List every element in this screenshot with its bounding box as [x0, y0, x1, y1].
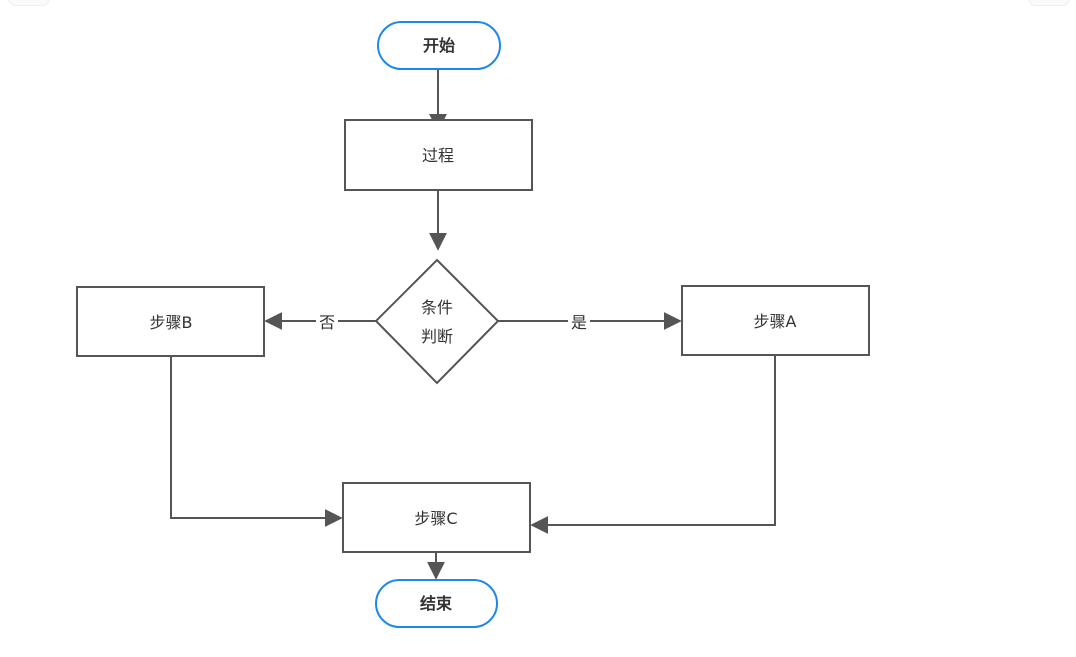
node-step-b-shape	[76, 286, 265, 357]
node-start[interactable]: 开始	[377, 21, 501, 70]
node-end[interactable]: 结束	[375, 579, 498, 628]
node-step-b-label: 步骤B	[150, 313, 193, 332]
edge-step-a-to-step-c	[530, 356, 776, 534]
node-process-label: 过程	[422, 146, 454, 165]
node-condition[interactable]: 条件 判断	[374, 258, 500, 385]
edge-step-b-to-step-c	[170, 357, 343, 527]
node-step-a-label: 步骤A	[754, 312, 797, 331]
node-condition-label-line1: 条件	[421, 298, 453, 317]
node-step-b[interactable]: 步骤B	[76, 286, 265, 357]
node-condition-shape	[374, 258, 500, 385]
node-step-a[interactable]: 步骤A	[681, 285, 870, 356]
node-process-shape	[344, 119, 533, 191]
node-end-shape	[375, 579, 498, 628]
edge-label-yes: 是	[571, 313, 587, 332]
node-end-label: 结束	[419, 594, 453, 613]
node-step-c-shape	[342, 482, 531, 553]
node-step-c[interactable]: 步骤C	[342, 482, 531, 553]
node-condition-label-line2: 判断	[421, 327, 453, 346]
node-process[interactable]: 过程	[344, 119, 533, 191]
node-start-shape	[377, 21, 501, 70]
node-step-a-shape	[681, 285, 870, 356]
node-start-label: 开始	[423, 36, 455, 55]
edge-label-no: 否	[319, 313, 335, 332]
node-step-c-label: 步骤C	[414, 509, 457, 528]
edge-label-bg-yes	[568, 311, 590, 331]
edge-label-bg-no	[316, 311, 338, 331]
